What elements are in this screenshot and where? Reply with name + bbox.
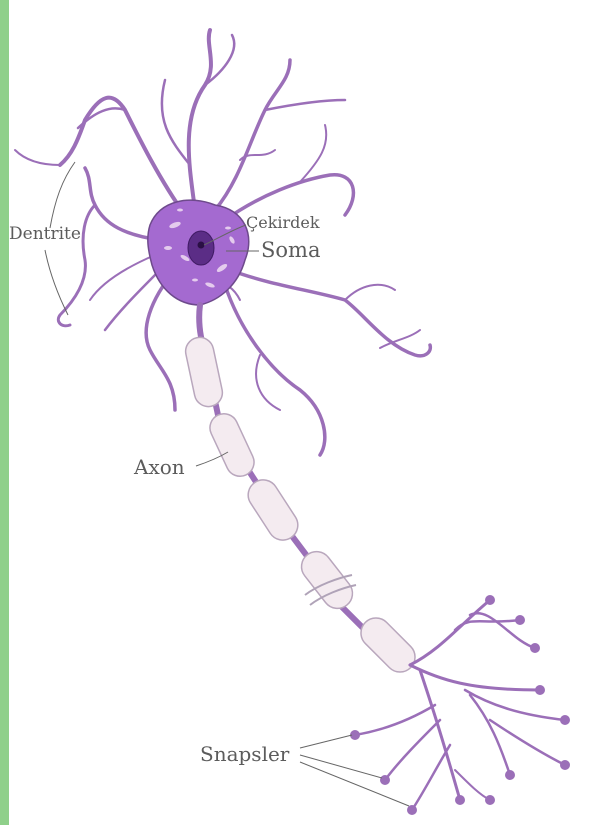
dendrite — [265, 100, 345, 110]
terminal-branch — [355, 705, 435, 735]
dendrite — [162, 80, 190, 165]
dendrite — [230, 270, 430, 356]
myelin-segment — [242, 474, 303, 546]
dendrite — [300, 125, 326, 182]
myelin-segment — [183, 335, 225, 409]
synaptic-knob — [380, 775, 390, 785]
label-axon: Axon — [134, 455, 185, 479]
synaptic-knob — [515, 615, 525, 625]
dendrite — [215, 60, 290, 210]
myelin-segment — [205, 409, 258, 481]
label-soma: Soma — [261, 238, 320, 262]
synaptic-knob — [560, 715, 570, 725]
snapsler-leader-1 — [300, 735, 352, 748]
label-dentrite: Dentrite — [9, 224, 81, 244]
myelin-segment — [355, 612, 421, 678]
myelin-sheaths — [183, 335, 421, 678]
terminal-branch — [490, 720, 565, 765]
terminal-branch — [465, 690, 565, 720]
nucleolus — [198, 242, 205, 249]
dendrite — [189, 30, 211, 210]
axon-core — [199, 305, 410, 665]
dendrite — [60, 98, 185, 215]
dendrite — [15, 150, 60, 165]
synaptic-knob — [530, 643, 540, 653]
terminal-branch — [385, 720, 440, 780]
label-snapsler: Snapsler — [200, 742, 289, 766]
synaptic-knob — [407, 805, 417, 815]
terminal-branch — [410, 600, 490, 665]
dendrite — [345, 285, 395, 300]
synaptic-knob — [455, 795, 465, 805]
synaptic-knob — [485, 595, 495, 605]
label-cekirdek: Çekirdek — [246, 213, 320, 232]
terminal-branch — [410, 665, 540, 690]
synaptic-knob — [535, 685, 545, 695]
synaptic-knob — [560, 760, 570, 770]
terminal-branch — [412, 745, 450, 810]
dendrite — [90, 255, 155, 300]
synaptic-knob — [485, 795, 495, 805]
synaptic-knob — [505, 770, 515, 780]
dentrite-leader-top — [50, 162, 75, 228]
dentrite-leader-bottom — [45, 250, 68, 315]
terminal-branch — [470, 613, 535, 648]
